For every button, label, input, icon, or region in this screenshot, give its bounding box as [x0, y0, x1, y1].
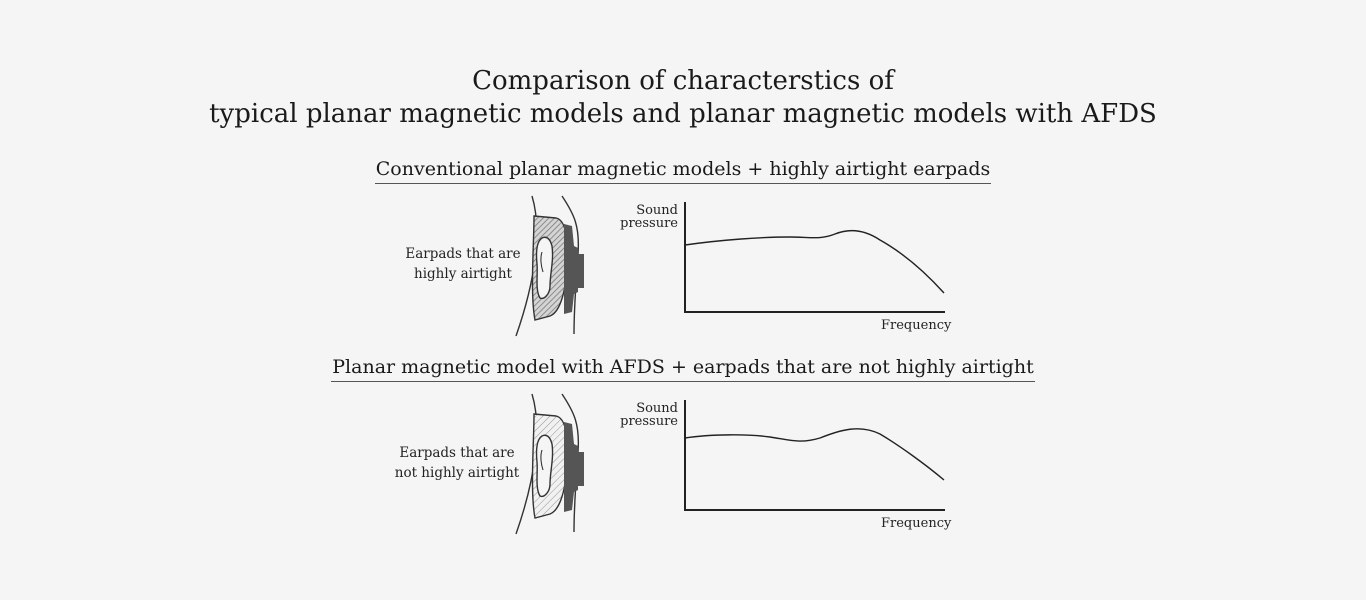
driver-back — [576, 254, 584, 288]
ear — [535, 434, 554, 498]
section-1-earpad-label: Earpads that are highly airtight — [378, 244, 548, 284]
section-1-earpad-label-line-2: highly airtight — [414, 266, 512, 282]
section-2-response-curve — [684, 428, 945, 481]
section-1-ylabel-line-1: Sound — [636, 203, 678, 218]
section-2-heading: Planar magnetic model with AFDS + earpad… — [0, 354, 1366, 382]
section-1-heading-text: Conventional planar magnetic models + hi… — [374, 156, 992, 184]
section-2-ylabel-line-2: pressure — [620, 414, 678, 429]
section-1-response-curve — [684, 229, 945, 294]
section-1-earpad-label-line-1: Earpads that are — [405, 246, 521, 262]
main-title-line-1: Comparison of characterstics of — [472, 66, 894, 96]
section-2-response-chart — [684, 400, 945, 511]
section-1-xlabel: Frequency — [881, 318, 952, 333]
section-2-headphone-illustration — [515, 393, 584, 535]
section-2-ylabel: Sound pressure — [598, 402, 678, 428]
section-1-ylabel-line-2: pressure — [620, 216, 678, 231]
section-1-headphone-illustration — [515, 195, 584, 337]
section-2-earpad-label-line-2: not highly airtight — [394, 465, 520, 481]
ear — [535, 236, 554, 300]
section-2-earpad-label: Earpads that are not highly airtight — [372, 443, 542, 483]
section-1-ylabel: Sound pressure — [598, 204, 678, 230]
section-2-earpad-label-line-1: Earpads that are — [399, 445, 515, 461]
section-2-xlabel: Frequency — [881, 516, 952, 531]
section-1-heading: Conventional planar magnetic models + hi… — [0, 156, 1366, 184]
main-title-line-2: typical planar magnetic models and plana… — [209, 99, 1157, 129]
driver — [564, 422, 578, 512]
section-2-heading-text: Planar magnetic model with AFDS + earpad… — [331, 354, 1035, 382]
section-2-ylabel-line-1: Sound — [636, 401, 678, 416]
driver — [564, 224, 578, 314]
driver-back — [576, 452, 584, 486]
section-1-response-chart — [684, 202, 945, 313]
